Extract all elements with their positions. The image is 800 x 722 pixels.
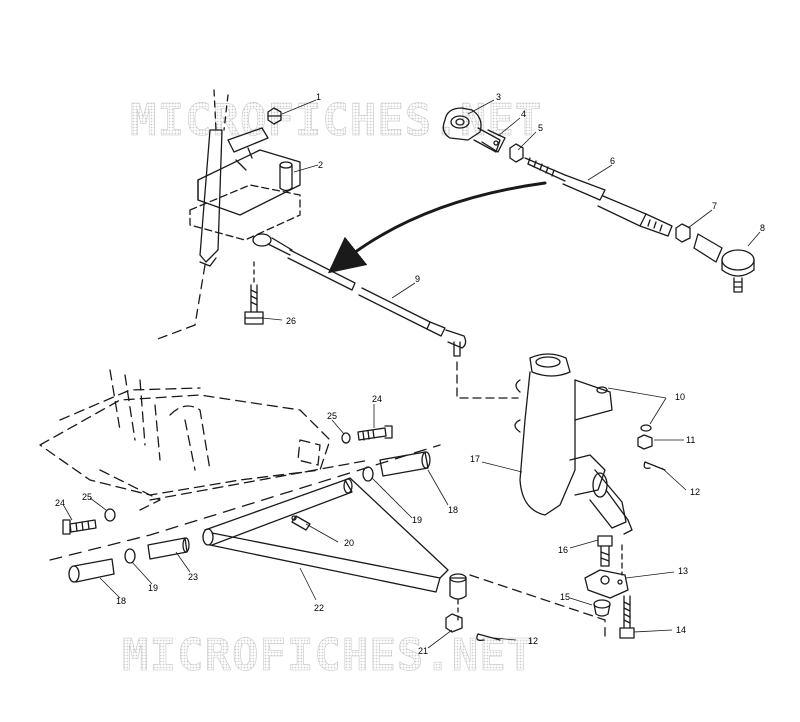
frame-outline	[39, 369, 331, 511]
callout-1: 1	[316, 92, 321, 102]
callout-23: 23	[188, 572, 198, 582]
callout-19-upper: 19	[412, 515, 422, 525]
callout-14: 14	[676, 625, 686, 635]
callout-12-lower: 12	[528, 636, 538, 646]
part-18-tube-upper	[379, 451, 431, 477]
mount-line-front	[149, 459, 371, 501]
callout-18-lower: 18	[116, 596, 126, 606]
part-26-bolt	[244, 261, 264, 325]
callout-13: 13	[678, 566, 688, 576]
part-14-bolt	[619, 595, 635, 639]
part-21-nut	[445, 613, 463, 633]
callout-20: 20	[344, 538, 354, 548]
watermark-top: MICROFICHES.NET	[130, 95, 542, 146]
part-3-rod-end	[442, 107, 501, 153]
callout-11: 11	[686, 435, 695, 445]
part-20-fitting	[291, 515, 311, 531]
watermark-bottom: MICROFICHES.NET	[122, 630, 534, 681]
ball-joint-connector	[469, 574, 606, 637]
callout-8: 8	[760, 223, 765, 233]
part-25-washer-lower	[104, 508, 116, 522]
callout-21: 21	[418, 646, 428, 656]
callout-7: 7	[712, 201, 717, 211]
ball-joint	[449, 573, 467, 621]
part-5-nut	[509, 143, 524, 163]
part-12-cotter-pin-lower	[476, 633, 501, 642]
callout-9: 9	[415, 274, 420, 284]
part-13-plate	[584, 544, 629, 599]
callout-12: 12	[690, 487, 700, 497]
callout-6: 6	[610, 156, 615, 166]
callout-10: 10	[675, 392, 685, 402]
callout-15: 15	[560, 592, 570, 602]
callout-22: 22	[314, 603, 324, 613]
callout-16: 16	[558, 545, 568, 555]
callout-labels: 1 2 3 4 5 6 7 8 9 10 11 12 13 14 15 16 1…	[55, 92, 765, 656]
part-7-nut	[675, 223, 691, 243]
callout-5: 5	[538, 123, 543, 133]
part-1-nut	[267, 107, 282, 125]
mount-line-rear	[49, 444, 441, 561]
connector-line	[456, 361, 519, 399]
callout-25-lower: 25	[82, 492, 92, 502]
callout-4: 4	[521, 109, 526, 119]
part-6-tube	[524, 157, 673, 237]
part-8-rod-end	[693, 233, 755, 293]
part-19-bushing-upper	[362, 466, 374, 482]
callout-17: 17	[470, 454, 480, 464]
part-19-bushing-lower	[124, 548, 136, 564]
callout-26: 26	[286, 316, 296, 326]
assembly-arrow	[327, 181, 547, 274]
part-18-tube-lower	[68, 558, 115, 583]
part-10-washers	[596, 386, 652, 432]
part-22-a-arm	[202, 477, 449, 593]
part-25-washer-upper	[341, 432, 351, 444]
part-23-pivot	[147, 537, 190, 560]
part-24-bolt-upper	[357, 425, 393, 441]
part-9-tie-rod	[252, 233, 467, 357]
part-16-bolt	[597, 535, 613, 567]
callout-24-upper: 24	[372, 394, 382, 404]
part-17-spindle	[514, 353, 633, 535]
part-2-sleeve	[279, 161, 293, 192]
callout-19-lower: 19	[148, 583, 158, 593]
part-11-nut	[637, 434, 653, 450]
part-4-rod-body	[481, 129, 506, 153]
callout-3: 3	[496, 92, 501, 102]
callout-24-lower: 24	[55, 498, 65, 508]
part-24-bolt-lower	[62, 519, 97, 535]
callout-2: 2	[318, 160, 323, 170]
part-12-cotter-pin	[643, 461, 666, 471]
callout-18-upper: 18	[448, 505, 458, 515]
callout-25-upper: 25	[327, 411, 337, 421]
leader-lines	[63, 99, 761, 649]
steering-post	[154, 89, 301, 341]
part-15-bushing	[593, 599, 611, 617]
